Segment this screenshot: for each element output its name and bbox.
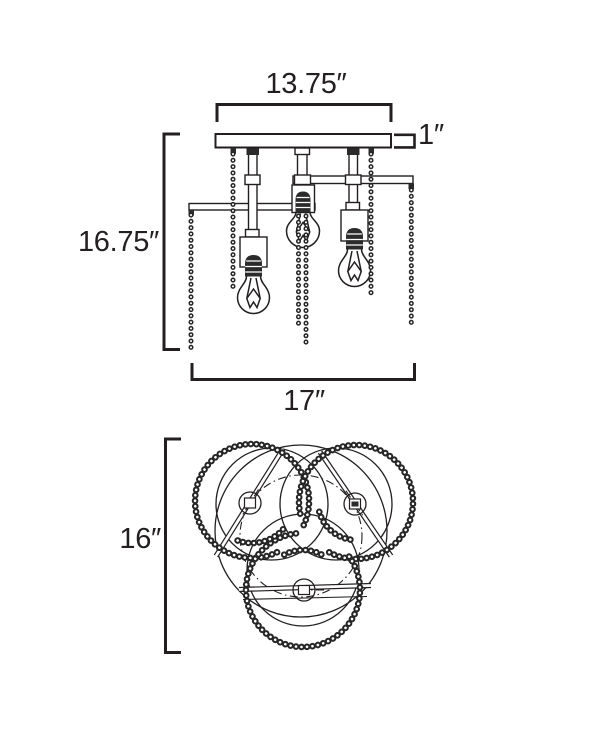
front-elevation-view <box>162 103 416 381</box>
socket-right-plan <box>343 492 367 516</box>
filament <box>245 277 262 310</box>
dim-bracket-height <box>162 132 180 351</box>
dim-label-overall-width: 17″ <box>283 385 325 417</box>
bulb-left <box>236 236 271 315</box>
downrod-center <box>293 147 312 186</box>
chain-hook <box>408 183 414 189</box>
shade-circle-bottom <box>246 513 360 627</box>
canopy-circle <box>214 444 388 618</box>
dim-label-height: 16.75″ <box>77 226 159 258</box>
bulb-center <box>285 184 321 249</box>
bulb-glass <box>285 211 321 249</box>
bulb-base <box>346 228 363 250</box>
canopy-plate <box>214 133 392 149</box>
downrod-right <box>344 147 362 211</box>
bulb-base <box>245 255 262 277</box>
chain-ring-spiral-end-bottom <box>280 546 326 558</box>
socket-bottom-plan <box>292 578 316 602</box>
chain-ring-spiral-end-left <box>234 524 288 547</box>
chain-hook <box>368 147 374 154</box>
chain-ring-spiral-end-right <box>316 508 358 544</box>
downrod-left <box>244 147 261 238</box>
dim-label-top-width: 13.75″ <box>265 68 347 100</box>
bulb-base <box>295 191 311 212</box>
bulb-right <box>337 209 372 288</box>
dim-bracket-overall-width <box>190 363 416 381</box>
socket-left-plan <box>238 491 262 515</box>
chain-hook <box>230 147 236 154</box>
dim-label-canopy-thickness: 1″ <box>418 119 444 151</box>
dim-bracket-canopy-thickness <box>394 133 416 149</box>
hanging-chains <box>188 151 414 352</box>
dim-label-plan-width: 16″ <box>119 523 161 555</box>
dim-bracket-top-width <box>215 103 393 122</box>
bulb-glass <box>337 249 372 288</box>
chain-ring-right <box>295 441 417 563</box>
dim-bracket-plan-width <box>164 437 181 654</box>
filament <box>346 250 363 283</box>
bulb-glass <box>236 276 271 315</box>
chain-ring-bottom <box>242 530 364 651</box>
plan-view <box>164 437 417 654</box>
